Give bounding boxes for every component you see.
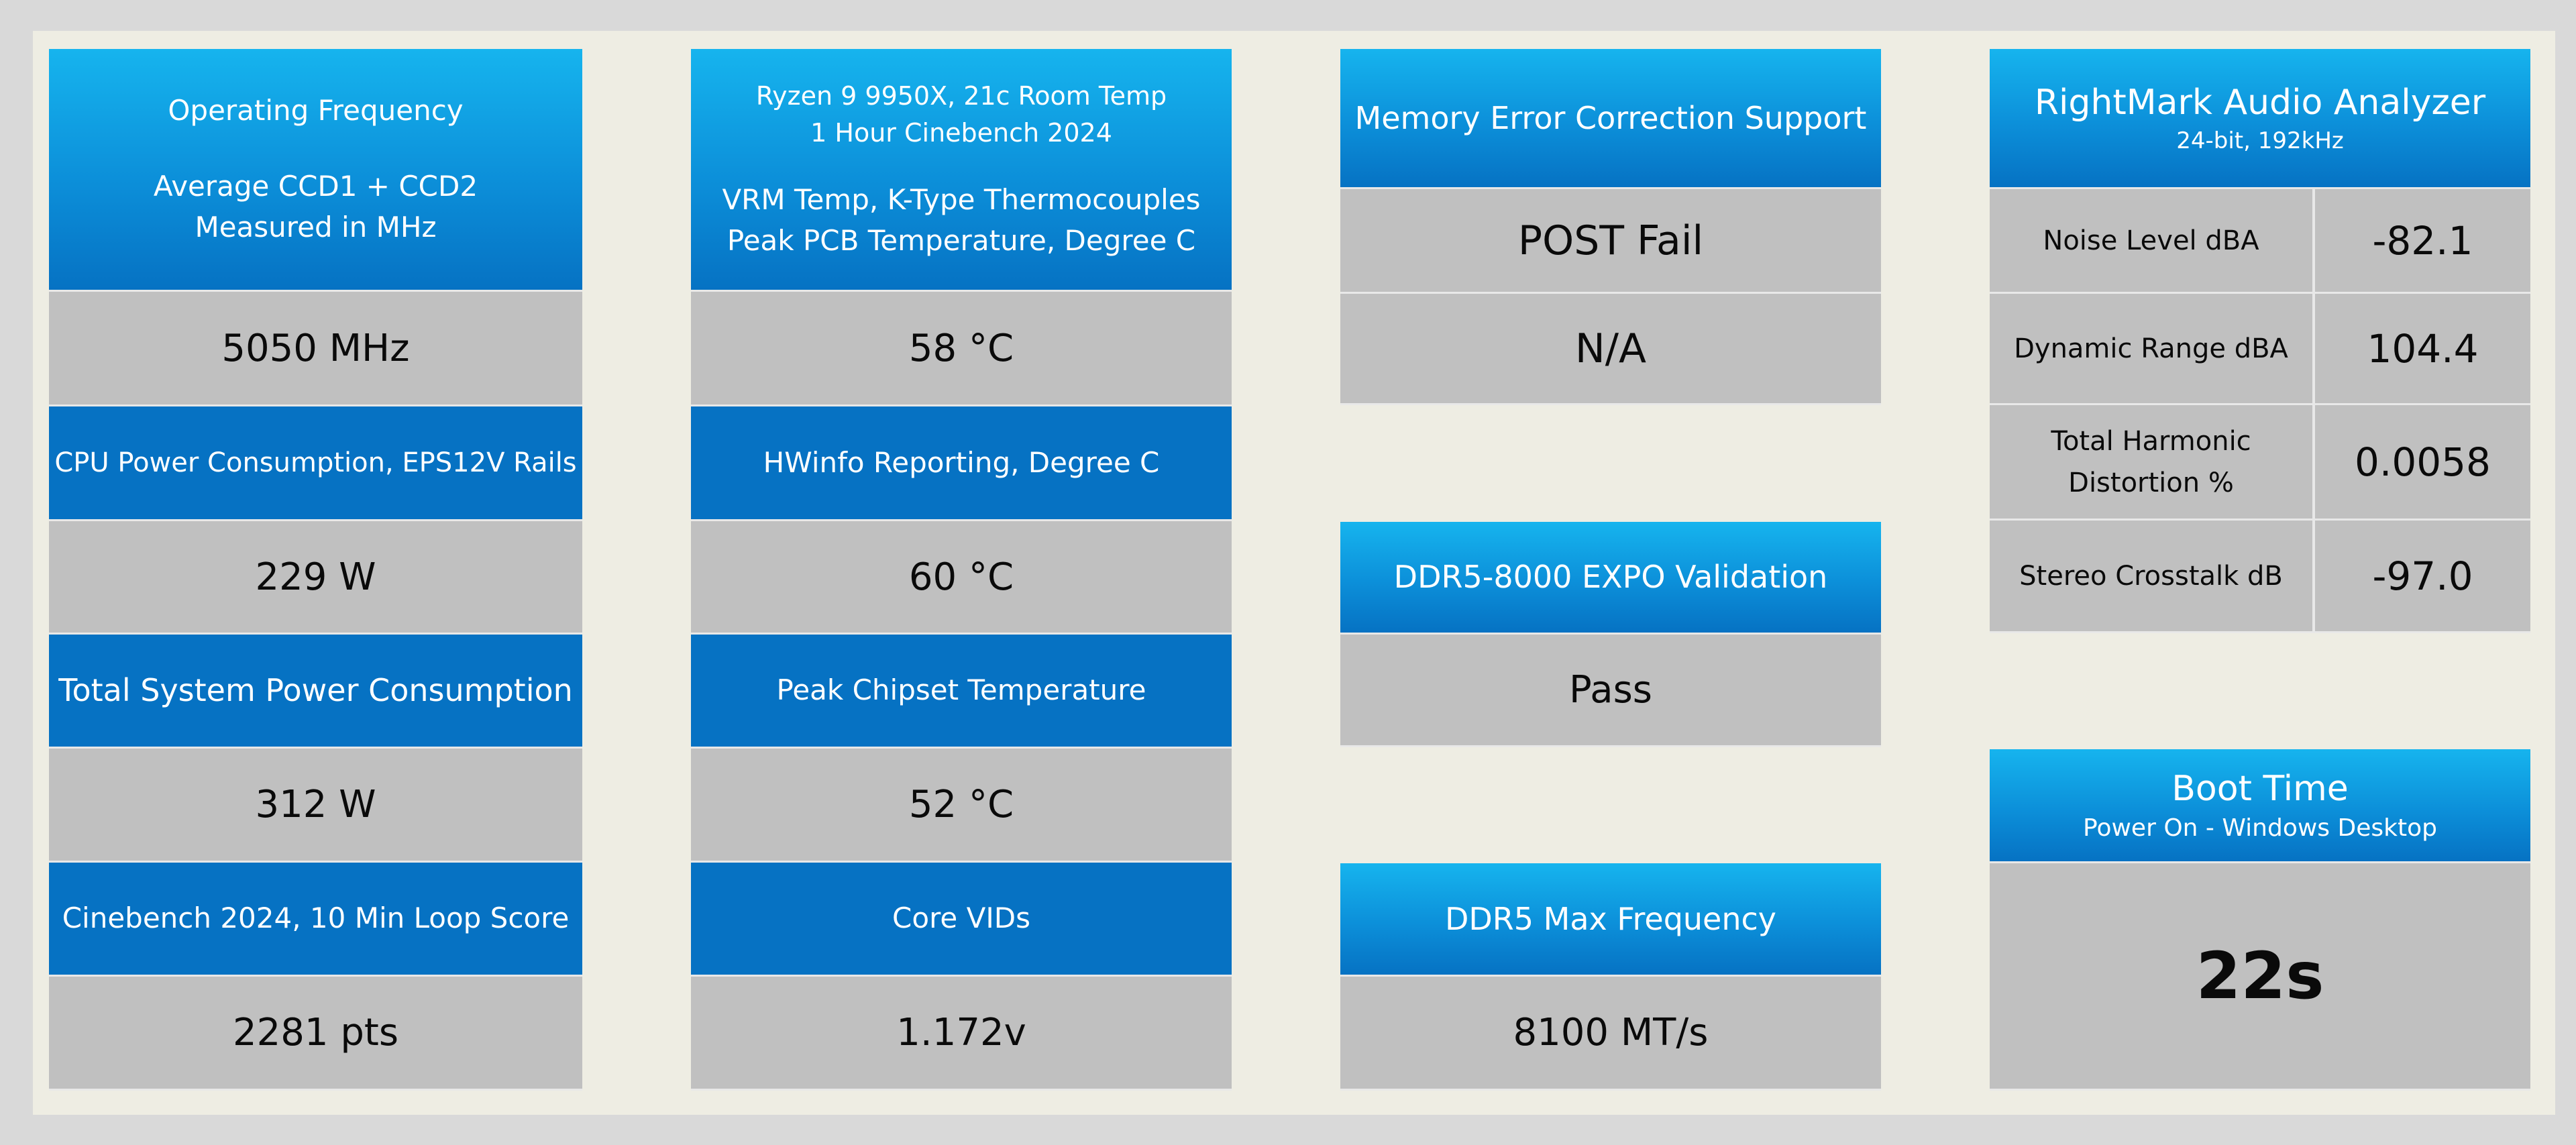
boot-time-subtitle: Power On - Windows Desktop xyxy=(2083,814,2437,842)
rmaa-row-value: -97.0 xyxy=(2315,521,2530,633)
cinebench-header: Cinebench 2024, 10 Min Loop Score xyxy=(49,863,582,977)
ecc-header: Memory Error Correction Support xyxy=(1340,49,1881,189)
rmaa-row-label: Noise Level dBA xyxy=(1990,189,2315,294)
chipset-temp-header: Peak Chipset Temperature xyxy=(691,635,1232,749)
operating-frequency-title: Operating Frequency xyxy=(168,94,464,127)
max-frequency-title: DDR5 Max Frequency xyxy=(1444,900,1777,937)
rmaa-row-value: 0.0058 xyxy=(2315,405,2530,521)
rmaa-thd-label-line2: Distortion % xyxy=(2068,467,2234,498)
cinebench-title: Cinebench 2024, 10 Min Loop Score xyxy=(62,902,570,935)
cpu-power-value: 229 W xyxy=(49,521,582,635)
operating-frequency-line1: Average CCD1 + CCD2 xyxy=(153,170,478,203)
operating-frequency-line2: Measured in MHz xyxy=(195,210,437,243)
system-power-header: Total System Power Consumption xyxy=(49,635,582,749)
core-vids-title: Core VIDs xyxy=(892,902,1030,935)
system-power-value: 312 W xyxy=(49,749,582,863)
cpu-power-header: CPU Power Consumption, EPS12V Rails xyxy=(49,406,582,521)
rmaa-header: RightMark Audio Analyzer 24-bit, 192kHz xyxy=(1990,49,2530,189)
rmaa-title: RightMark Audio Analyzer xyxy=(2034,82,2486,123)
core-vids-header: Core VIDs xyxy=(691,863,1232,977)
chipset-temp-value: 52 °C xyxy=(691,749,1232,863)
core-vids-value: 1.172v xyxy=(691,977,1232,1091)
expo-value: Pass xyxy=(1340,635,1881,747)
hwinfo-value: 60 °C xyxy=(691,521,1232,635)
ecc-value-na: N/A xyxy=(1340,294,1881,405)
rmaa-row-label: Dynamic Range dBA xyxy=(1990,294,2315,405)
max-frequency-header: DDR5 Max Frequency xyxy=(1340,863,1881,977)
boot-time-title: Boot Time xyxy=(2171,769,2349,810)
vrm-temp-value: 58 °C xyxy=(691,292,1232,406)
vrm-temp-header: Ryzen 9 9950X, 21c Room Temp 1 Hour Cine… xyxy=(691,49,1232,292)
boot-time-value: 22s xyxy=(1990,863,2530,1091)
rmaa-subtitle: 24-bit, 192kHz xyxy=(2176,127,2344,155)
cinebench-value: 2281 pts xyxy=(49,977,582,1091)
chipset-temp-title: Peak Chipset Temperature xyxy=(776,673,1146,707)
operating-frequency-value: 5050 MHz xyxy=(49,292,582,406)
vrm-temp-line4: Peak PCB Temperature, Degree C xyxy=(727,223,1196,257)
rmaa-row-label: Stereo Crosstalk dB xyxy=(1990,521,2315,633)
hwinfo-header: HWinfo Reporting, Degree C xyxy=(691,406,1232,521)
cpu-power-title: CPU Power Consumption, EPS12V Rails xyxy=(54,447,577,478)
rmaa-row-label: Total Harmonic Distortion % xyxy=(1990,405,2315,521)
vrm-temp-line3: VRM Temp, K-Type Thermocouples xyxy=(722,182,1201,216)
max-frequency-value: 8100 MT/s xyxy=(1340,977,1881,1091)
ecc-title: Memory Error Correction Support xyxy=(1354,99,1867,136)
expo-header: DDR5-8000 EXPO Validation xyxy=(1340,522,1881,635)
expo-title: DDR5-8000 EXPO Validation xyxy=(1393,559,1828,596)
rmaa-thd-label-line1: Total Harmonic xyxy=(2051,425,2251,457)
operating-frequency-header: Operating Frequency Average CCD1 + CCD2 … xyxy=(49,49,582,292)
system-power-title: Total System Power Consumption xyxy=(58,672,573,709)
rmaa-row-value: -82.1 xyxy=(2315,189,2530,294)
vrm-temp-line2: 1 Hour Cinebench 2024 xyxy=(810,117,1112,148)
ecc-value-post: POST Fail xyxy=(1340,189,1881,294)
hwinfo-title: HWinfo Reporting, Degree C xyxy=(763,445,1160,479)
boot-time-header: Boot Time Power On - Windows Desktop xyxy=(1990,749,2530,863)
vrm-temp-line1: Ryzen 9 9950X, 21c Room Temp xyxy=(755,80,1167,111)
rmaa-row-value: 104.4 xyxy=(2315,294,2530,405)
